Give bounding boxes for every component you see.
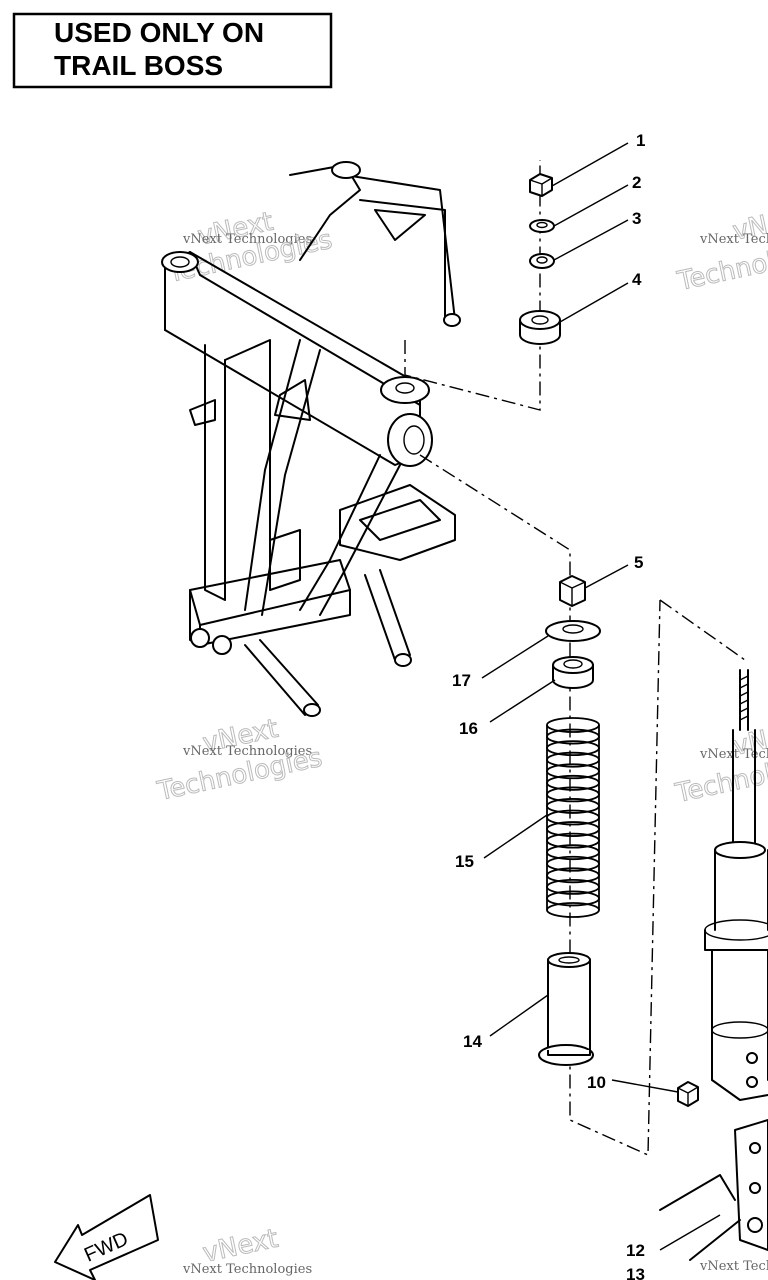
svg-text:vNext Technologies: vNext Technologies <box>182 744 312 759</box>
assembly-path-top <box>404 160 541 411</box>
callout-4: 4 <box>632 270 642 289</box>
header-line-1: USED ONLY ON <box>54 17 264 48</box>
svg-text:vNext Technologies: vNext Technologies <box>182 1262 312 1277</box>
part-1-nut <box>529 173 553 197</box>
spring-outline <box>546 725 600 910</box>
callout-17: 17 <box>452 671 471 690</box>
part-3-washer <box>529 253 555 269</box>
callout-labels: 1 2 3 4 5 17 16 15 14 10 12 13 <box>452 131 645 1280</box>
part-15-spring <box>546 717 600 918</box>
frame-assembly <box>161 161 461 717</box>
part-2-washer <box>529 219 555 233</box>
watermark: vNext vNext Technologies Technologies vN… <box>154 201 768 1277</box>
svg-text:vNext Technologies: vNext Technologies <box>182 232 312 247</box>
callout-14: 14 <box>463 1032 482 1051</box>
assembly-path-mid <box>419 454 661 1157</box>
callout-5: 5 <box>634 553 643 572</box>
part-10-nut <box>677 1081 699 1107</box>
part-17-washer <box>545 620 601 642</box>
header-box: USED ONLY ON TRAIL BOSS <box>12 12 333 89</box>
part-5-nut <box>559 575 586 607</box>
part-14-sleeve <box>538 952 594 1066</box>
part-4-bushing <box>519 310 561 345</box>
assembly-path-shock <box>659 599 746 661</box>
callout-15: 15 <box>455 852 474 871</box>
fwd-arrow: FWD <box>54 1194 159 1280</box>
header-line-2: TRAIL BOSS <box>54 50 223 81</box>
part-16-spring-seat <box>552 656 594 689</box>
callout-16: 16 <box>459 719 478 738</box>
callout-1: 1 <box>636 131 645 150</box>
callout-2: 2 <box>632 173 641 192</box>
callout-leaders <box>481 142 721 1251</box>
svg-text:vNext Technologies: vNext Technologies <box>699 232 768 247</box>
shock-absorber <box>659 669 768 1261</box>
svg-text:vNext Technologies: vNext Technologies <box>699 1259 768 1274</box>
callout-10: 10 <box>587 1073 606 1092</box>
callout-13: 13 <box>626 1265 645 1280</box>
callout-12: 12 <box>626 1241 645 1260</box>
callout-3: 3 <box>632 209 641 228</box>
